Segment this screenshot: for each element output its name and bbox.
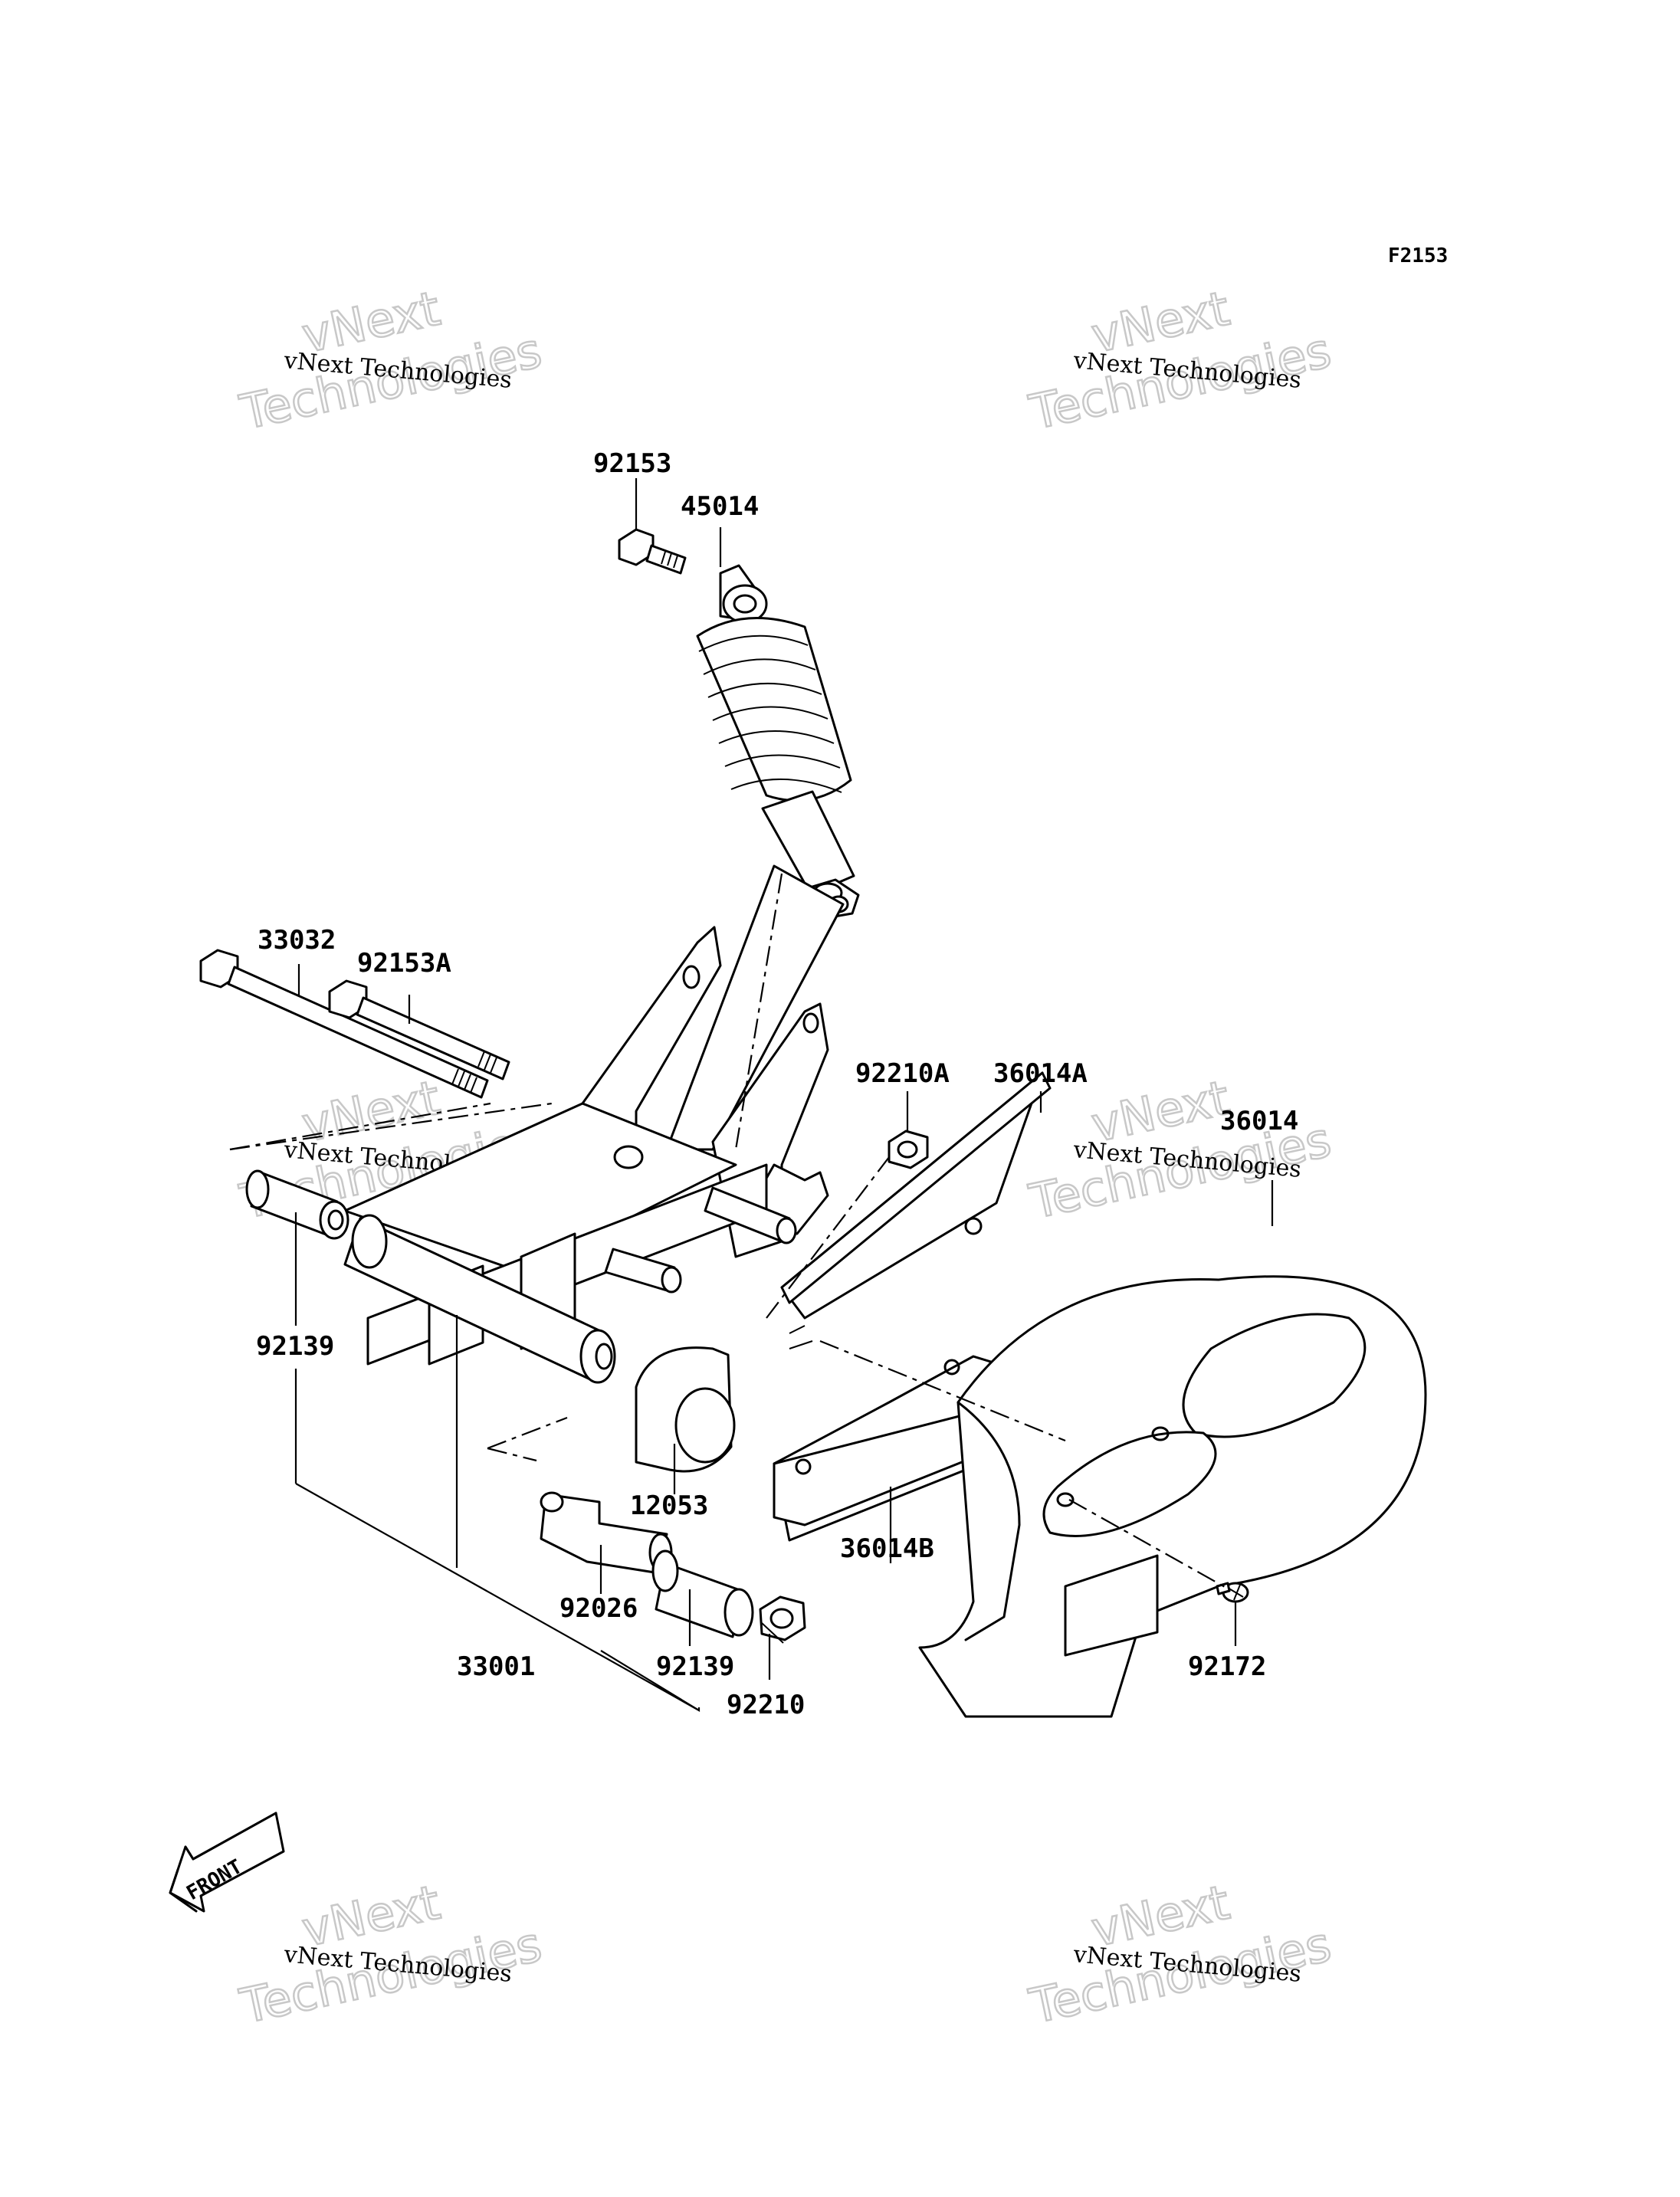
nut-92210 bbox=[759, 1595, 806, 1644]
shock-absorber bbox=[696, 564, 860, 921]
bolt-33032 bbox=[199, 949, 489, 1099]
watermark-top-right: vNext Technologies vNext Technologies bbox=[1024, 279, 1337, 441]
label-92210A: 92210A bbox=[855, 1058, 950, 1089]
label-33001: 33001 bbox=[457, 1651, 535, 1682]
label-36014A: 36014A bbox=[993, 1058, 1088, 1089]
collar-92139-left bbox=[245, 1169, 349, 1240]
label-92139-left: 92139 bbox=[256, 1331, 334, 1362]
watermark-bottom-right: vNext Technologies vNext Technologies bbox=[1024, 1873, 1337, 2035]
nut-92210A bbox=[888, 1130, 929, 1169]
bolt-92153 bbox=[618, 528, 687, 575]
label-92153A: 92153A bbox=[357, 948, 451, 979]
label-92210: 92210 bbox=[727, 1690, 805, 1720]
label-33032: 33032 bbox=[258, 925, 336, 956]
label-12053: 12053 bbox=[630, 1490, 708, 1521]
collar-92139-bottom bbox=[651, 1549, 754, 1638]
label-92139-bottom: 92139 bbox=[656, 1651, 734, 1682]
front-arrow: FRONT bbox=[169, 1812, 285, 1913]
watermark-bottom-left: vNext Technologies vNext Technologies bbox=[235, 1873, 547, 2035]
label-45014: 45014 bbox=[681, 491, 759, 522]
watermark-top-left: vNext Technologies vNext Technologies bbox=[235, 279, 547, 441]
rubber-12053 bbox=[635, 1346, 736, 1473]
chain-guide-36014A bbox=[780, 1071, 1052, 1349]
watermark-mid-right: vNext Technologies vNext Technologies bbox=[1024, 1068, 1337, 1231]
figure-code: F2153 bbox=[1388, 244, 1448, 267]
label-36014: 36014 bbox=[1220, 1106, 1298, 1136]
swing-arm bbox=[343, 864, 845, 1384]
bolt-92153A bbox=[328, 979, 510, 1080]
chain-cover-36014 bbox=[918, 1275, 1427, 1718]
leader-lines bbox=[229, 478, 1274, 1712]
label-36014B: 36014B bbox=[840, 1533, 934, 1564]
label-92026: 92026 bbox=[559, 1593, 638, 1624]
label-92172: 92172 bbox=[1188, 1651, 1266, 1682]
label-92153: 92153 bbox=[593, 448, 671, 479]
screw-92172 bbox=[1216, 1582, 1249, 1603]
